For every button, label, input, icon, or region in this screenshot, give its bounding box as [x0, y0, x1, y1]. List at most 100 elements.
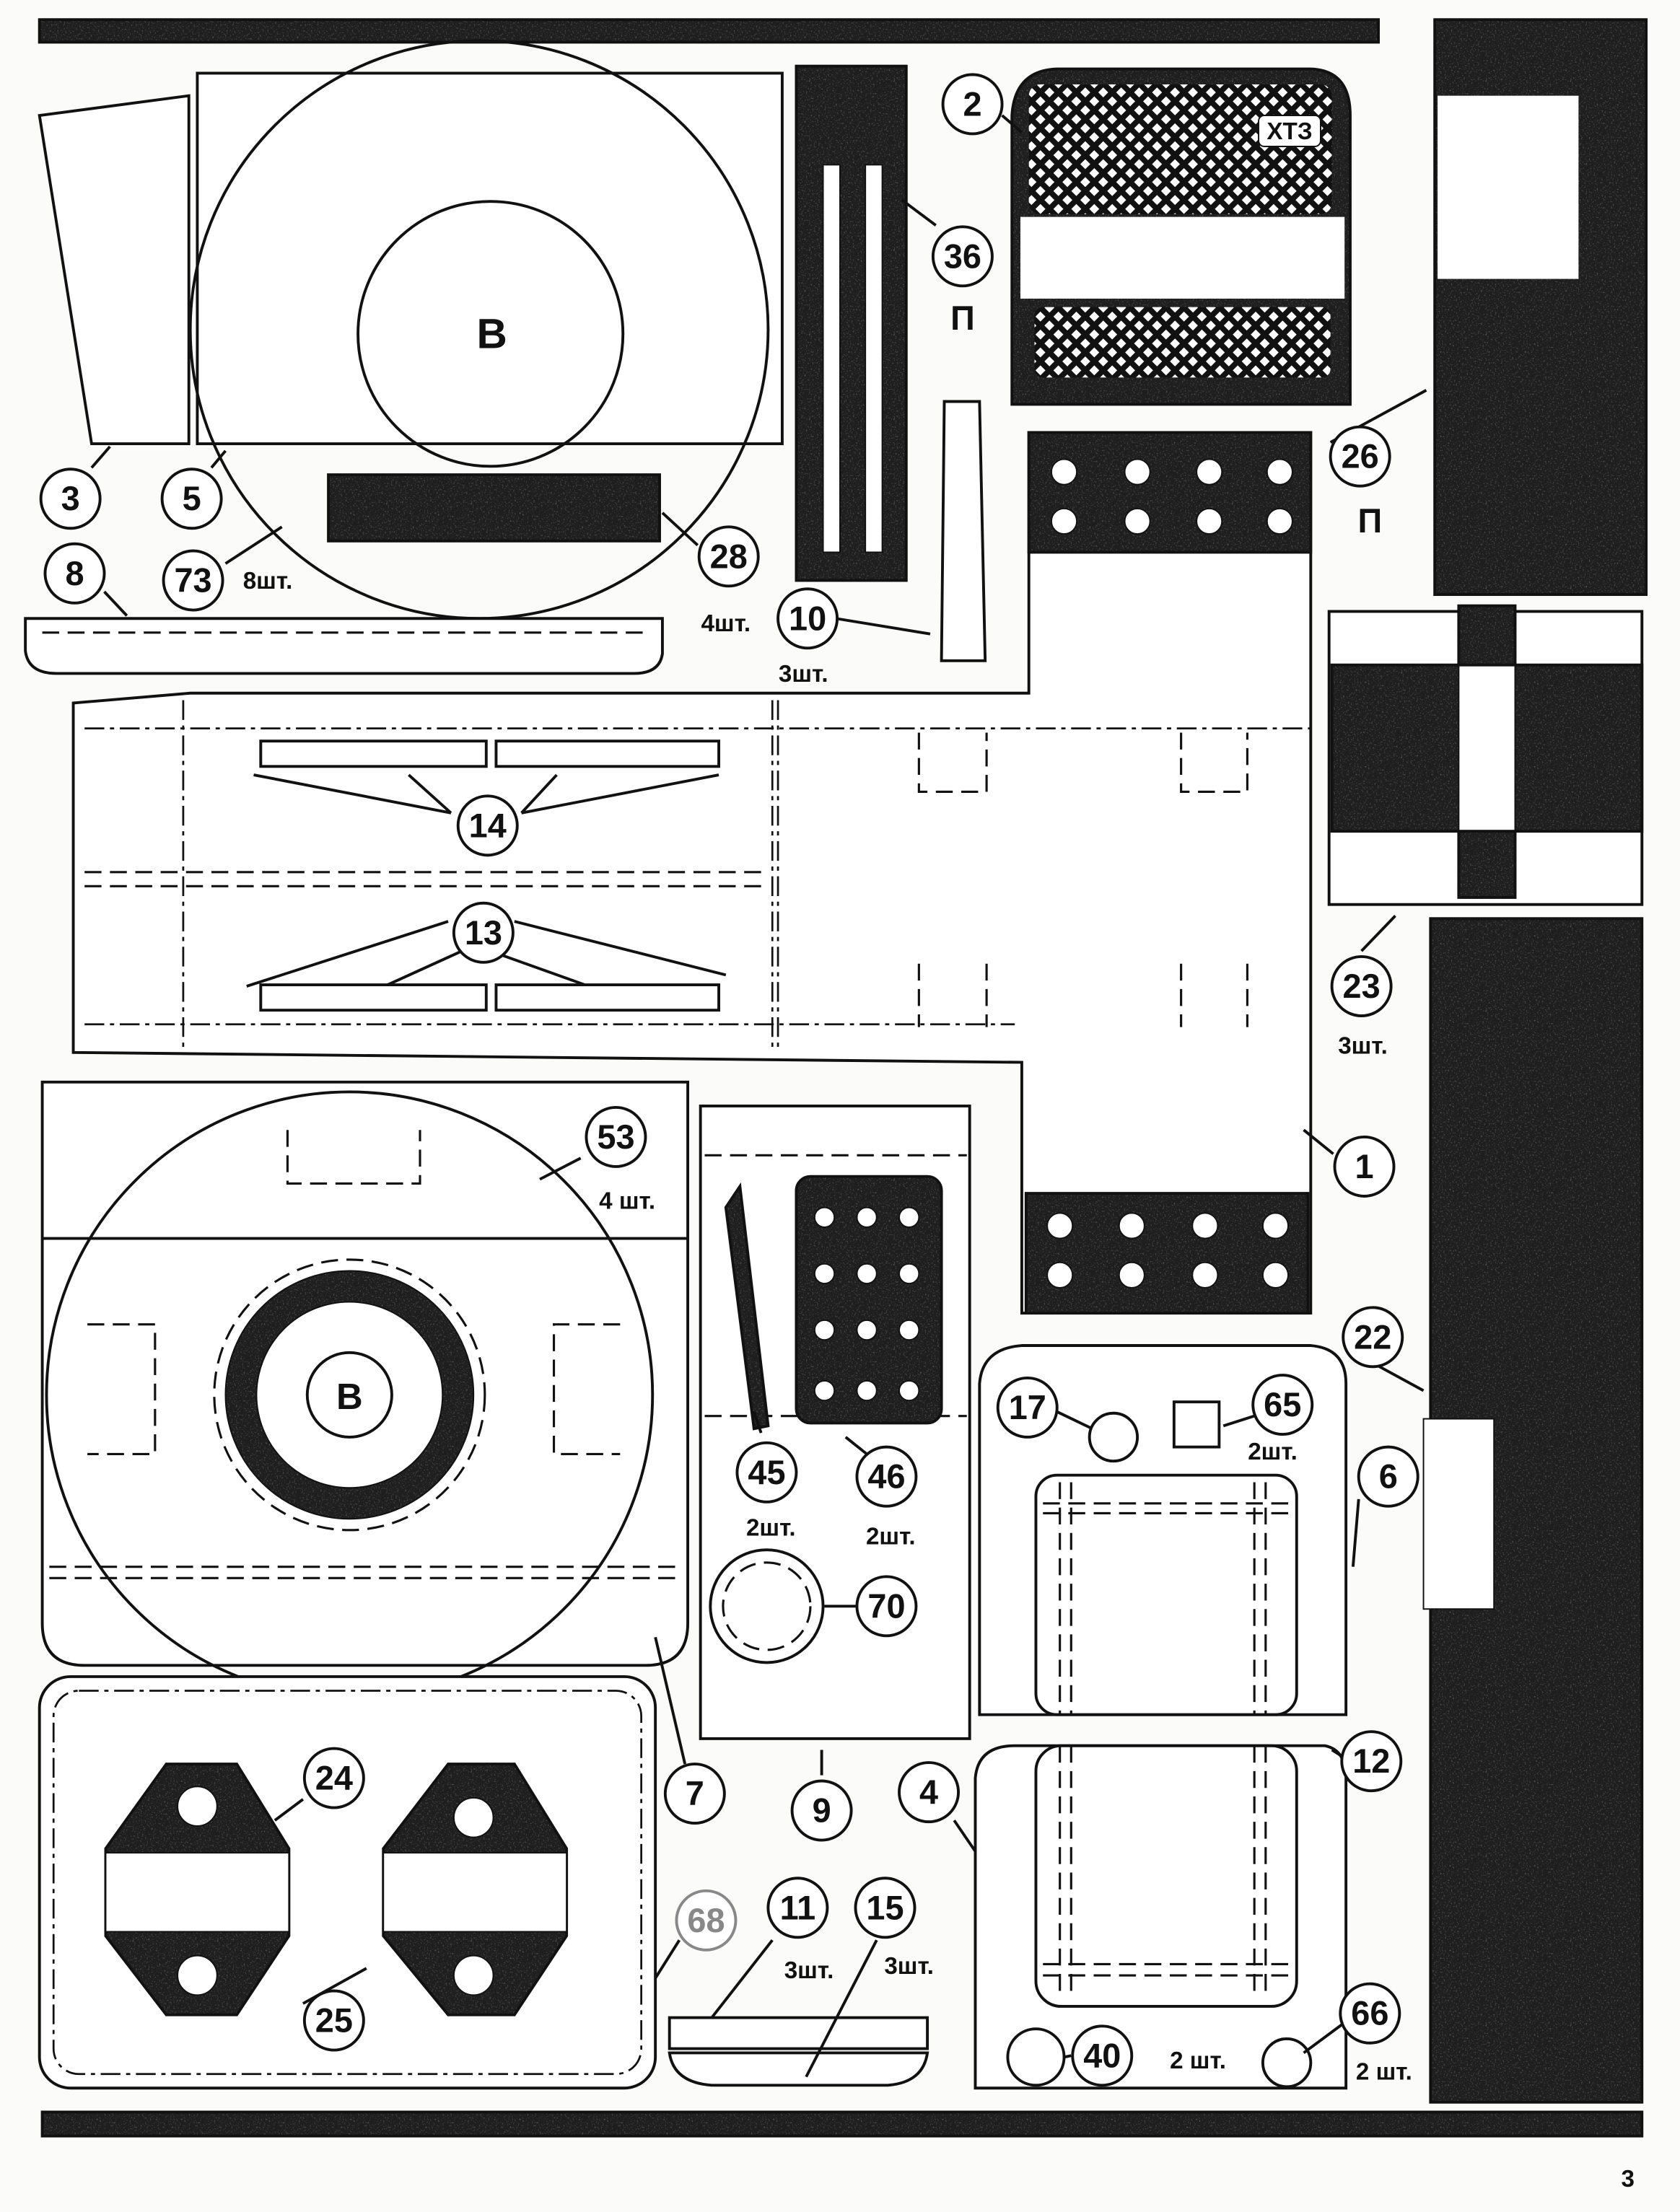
part-23-tab: [1457, 604, 1517, 667]
part-marker-70: 70: [855, 1575, 918, 1638]
part-23-gap: [1458, 664, 1516, 833]
svg-text:3: 3: [61, 480, 80, 517]
part-28-qty: 4шт.: [701, 610, 751, 637]
svg-text:17: 17: [1009, 1389, 1046, 1426]
svg-text:45: 45: [748, 1454, 785, 1491]
part-73-qty: 8шт.: [243, 568, 293, 594]
svg-text:36: 36: [944, 237, 981, 275]
ring-cutline: [213, 1258, 486, 1532]
part-1-top-block: [1027, 431, 1313, 554]
part-26-light-section: [1438, 95, 1579, 279]
logo-badge: [1258, 115, 1321, 147]
svg-text:2: 2: [963, 85, 982, 123]
part-marker-65: 65: [1251, 1374, 1314, 1436]
svg-text:11: 11: [780, 1889, 816, 1926]
part-10-qty: 3шт.: [779, 661, 828, 688]
grille-mesh: [1028, 84, 1332, 214]
center-mark-bottom: В: [336, 1376, 363, 1417]
part-46-qty: 2шт.: [866, 1523, 916, 1550]
svg-text:26: 26: [1342, 438, 1379, 475]
part-10-shape: [940, 400, 987, 662]
svg-text:14: 14: [469, 807, 507, 844]
part-marker-6: 6: [1357, 1445, 1419, 1508]
part-marker-40: 40: [1071, 2024, 1134, 2087]
part-3-shape: [38, 94, 191, 446]
part-73-inner-circle: [356, 200, 625, 468]
part-70-cutline: [722, 1561, 812, 1651]
part-marker-11: 11: [766, 1877, 829, 1939]
svg-text:9: 9: [813, 1792, 831, 1830]
part-marker-17: 17: [996, 1376, 1059, 1439]
hole: [452, 1954, 494, 1996]
part-28-shape: [327, 473, 661, 543]
fold-lines: [84, 871, 769, 887]
part-marker-22: 22: [1342, 1306, 1404, 1369]
svg-text:23: 23: [1343, 967, 1381, 1005]
part-1-shape: [71, 431, 1313, 1315]
svg-text:10: 10: [789, 600, 826, 637]
svg-text:65: 65: [1264, 1386, 1301, 1423]
part-53-qty: 4 шт.: [599, 1188, 655, 1215]
svg-text:73: 73: [175, 562, 212, 600]
part-46-shape: [795, 1175, 943, 1425]
part-70-shape: [709, 1548, 825, 1664]
svg-text:70: 70: [867, 1587, 905, 1625]
part-marker-36: 36: [931, 225, 994, 288]
part-marker-10: 10: [776, 587, 839, 650]
logo-text: ХТЗ: [1266, 118, 1312, 145]
part-marker-26: 26: [1329, 425, 1391, 488]
part-22-notch: [1422, 1418, 1495, 1610]
part-45-qty: 2шт.: [746, 1515, 796, 1542]
slot: [865, 164, 883, 553]
part-marker-1: 1: [1333, 1136, 1396, 1198]
part-marker-14: 14: [456, 794, 519, 857]
part-15-shape: [668, 2051, 929, 2087]
part-marker-3: 3: [39, 468, 102, 530]
part-marker-8: 8: [43, 542, 106, 605]
center-mark-circle: [305, 1351, 393, 1439]
part-marker-15: 15: [854, 1877, 916, 1939]
fold-lines: [1043, 1482, 1290, 1715]
svg-text:68: 68: [687, 1902, 725, 1939]
svg-text:5: 5: [183, 480, 201, 517]
part-11-shape: [668, 2016, 929, 2050]
svg-text:25: 25: [315, 2002, 353, 2040]
part-65-qty: 2шт.: [1248, 1439, 1298, 1465]
part-6-window: [1034, 1473, 1298, 1716]
grille-panel: [1020, 216, 1345, 299]
part-marker-45: 45: [735, 1441, 798, 1504]
part-marker-73: 73: [162, 549, 224, 612]
fold-lines: [84, 700, 1311, 1053]
part-marker-28: 28: [697, 525, 760, 588]
svg-text:28: 28: [710, 537, 748, 575]
part-marker-9: 9: [790, 1779, 853, 1842]
part-marker-46: 46: [855, 1445, 918, 1508]
part-marker-68: 68: [675, 1889, 738, 1952]
hole: [177, 1786, 218, 1827]
part-17-shape: [1088, 1411, 1139, 1463]
part-24-band: [105, 1852, 290, 1933]
part-36-note: П: [950, 299, 975, 337]
part-26-note: П: [1357, 502, 1382, 540]
svg-text:22: 22: [1354, 1318, 1391, 1356]
leader-lines: [90, 114, 1427, 2078]
grille-mesh-lower: [1034, 307, 1331, 378]
bottom-border-bar: [40, 2110, 1644, 2138]
hole: [452, 1796, 494, 1838]
part-marker-5: 5: [160, 468, 223, 530]
svg-text:12: 12: [1352, 1742, 1390, 1780]
fold-line: [49, 1566, 684, 1579]
svg-text:4: 4: [919, 1773, 938, 1811]
part-marker-25: 25: [302, 1989, 365, 2052]
tab-marks: [917, 732, 1248, 1027]
part-marker-66: 66: [1339, 1982, 1401, 2045]
part-15-qty: 3шт.: [884, 1953, 934, 1980]
cut-line: [52, 1690, 642, 2076]
part-marker-24: 24: [302, 1747, 365, 1809]
part-marker-53: 53: [585, 1106, 647, 1168]
svg-text:40: 40: [1083, 2037, 1121, 2074]
slot: [822, 164, 841, 553]
part-23-qty: 3шт.: [1338, 1033, 1388, 1060]
tab-marks: [87, 1130, 621, 1455]
